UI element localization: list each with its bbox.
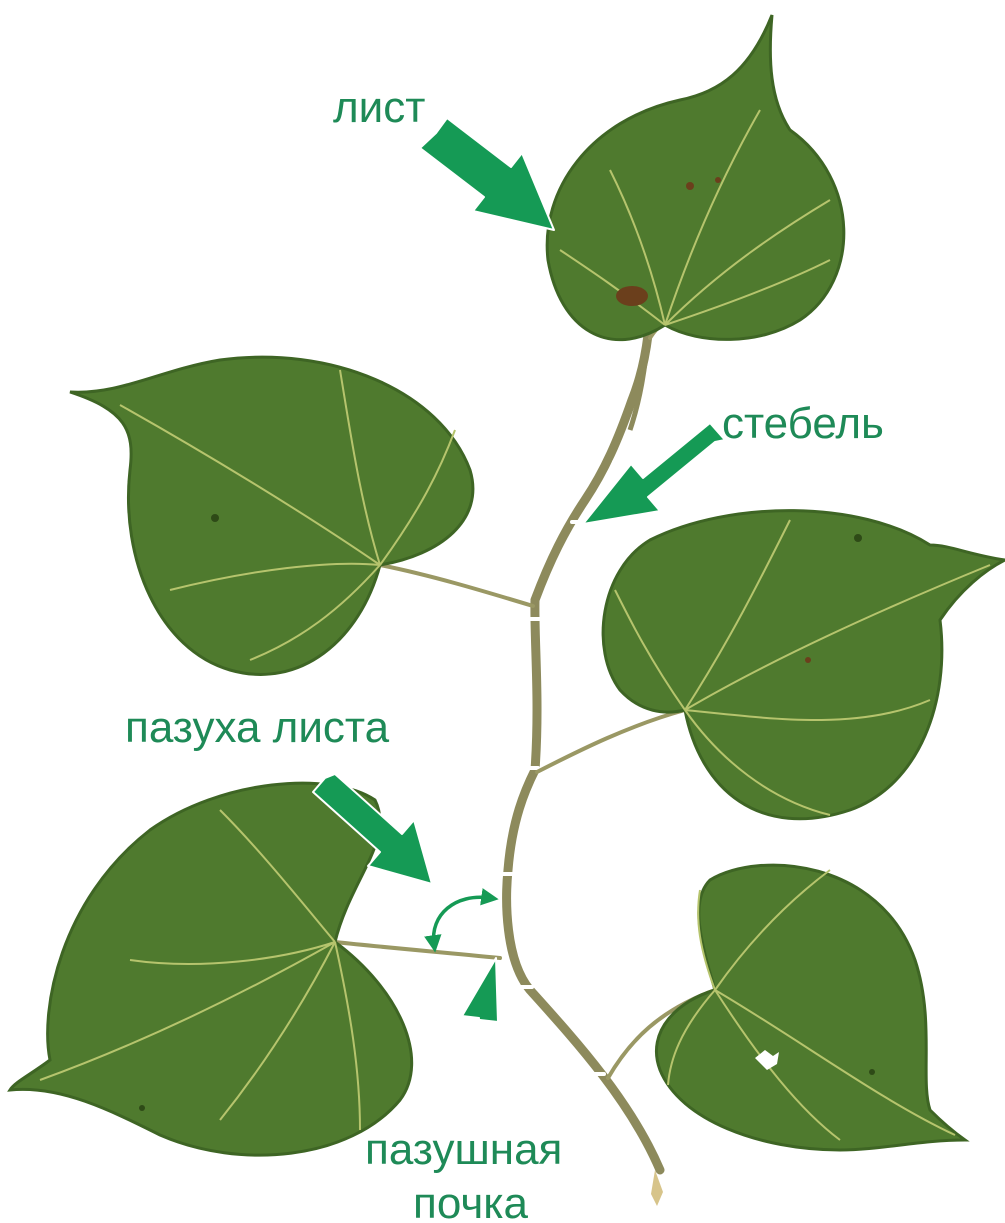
- leaf-label: лист: [333, 86, 425, 130]
- leaf-right: [603, 511, 1005, 819]
- stem-label: стебель: [722, 402, 884, 446]
- leaf-lower-right: [656, 865, 965, 1150]
- leaf-top: [547, 15, 844, 340]
- leaf-upper-left: [70, 357, 473, 674]
- axillary-bud-label-line1: пазушная: [365, 1128, 562, 1172]
- axillary-bud-label-line2: почка: [413, 1182, 528, 1223]
- main-stem: [500, 335, 663, 1206]
- curved-double-arrow-icon: [434, 897, 490, 944]
- bud-pointer-arrow: [452, 958, 498, 1110]
- leaf-axil-label: пазуха листа: [125, 706, 389, 750]
- leaf-lower-left: [10, 783, 412, 1155]
- leaf-pointer-arrow: [420, 118, 554, 230]
